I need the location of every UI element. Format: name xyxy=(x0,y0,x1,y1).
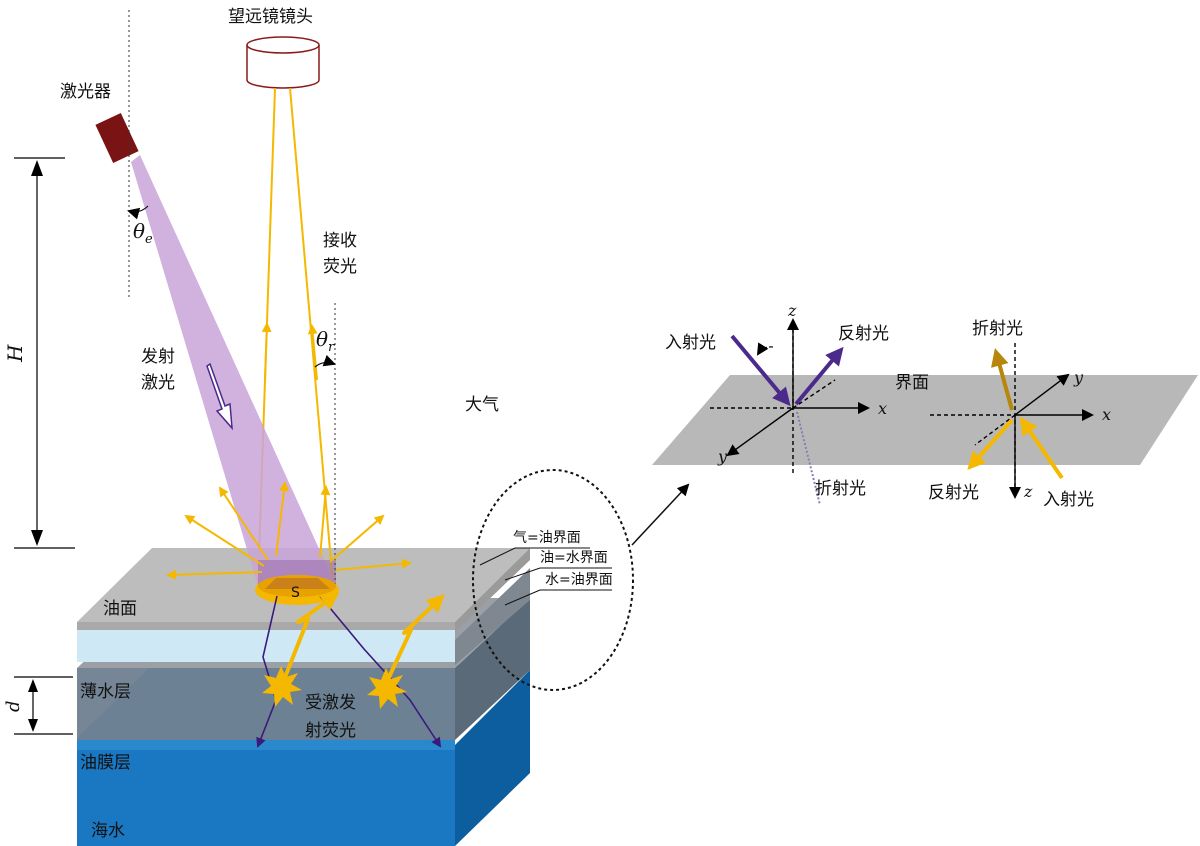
emit-label-1: 发射 xyxy=(141,347,175,367)
telescope-label: 望远镜镜头 xyxy=(228,7,313,27)
zoom-arrow xyxy=(631,483,690,546)
receive-label-1: 接收 xyxy=(323,231,357,251)
right-refracted-ray xyxy=(991,348,1014,411)
laser-device xyxy=(95,113,139,163)
left-incident-label: 入射光 xyxy=(665,333,716,353)
right-axis-y: y xyxy=(1073,368,1084,387)
thin-water-label: 薄水层 xyxy=(80,682,131,702)
height-symbol: H xyxy=(3,344,27,363)
excited-label-2: 射荧光 xyxy=(305,721,356,741)
seawater-side xyxy=(455,670,530,846)
depth-dimension xyxy=(14,676,73,735)
inset-interface-label: 界面 xyxy=(895,373,929,393)
receive-label-2: 荧光 xyxy=(323,257,357,277)
right-refracted-label: 折射光 xyxy=(972,319,1023,339)
atmosphere-label: 大气 xyxy=(465,395,499,415)
water-oil-interface: 水=油界面 xyxy=(545,572,613,588)
zoom-leader-lines xyxy=(479,547,612,606)
oil-surface-label: 油面 xyxy=(103,599,137,619)
excited-label-1: 受激发 xyxy=(305,693,356,713)
left-incident-ray xyxy=(730,334,791,407)
seawater-front xyxy=(77,745,455,846)
right-reflected-label: 反射光 xyxy=(928,483,979,503)
zoom-circle xyxy=(472,469,634,691)
right-incident-ray xyxy=(1019,416,1064,480)
right-reflected-ray xyxy=(967,418,1014,470)
telescope xyxy=(246,36,320,89)
height-dimension xyxy=(14,157,75,549)
oil-water-interface: 油=水界面 xyxy=(540,550,608,566)
depth-symbol: d xyxy=(3,700,24,712)
right-axis-z: z xyxy=(1023,482,1033,501)
spot-label: S xyxy=(291,585,300,601)
left-axis-y: y xyxy=(717,447,728,466)
thin-water-side xyxy=(455,598,530,740)
layer-block xyxy=(77,548,530,846)
oil-film-front xyxy=(77,738,455,750)
left-axis-x: x xyxy=(878,399,887,418)
left-reflected-label: 反射光 xyxy=(838,324,889,344)
oil-surface-edge xyxy=(455,548,530,632)
right-axis-x: x xyxy=(1102,405,1111,424)
theta-e: θe xyxy=(133,219,153,247)
air-oil-interface: 气=油界面 xyxy=(513,530,581,546)
oil-film-label: 油膜层 xyxy=(80,753,131,773)
fluorescence-zigzag xyxy=(278,592,445,691)
left-axis-z: z xyxy=(787,301,797,320)
left-axes xyxy=(710,318,870,473)
oil-layer-side xyxy=(455,568,530,665)
left-reflected-ray xyxy=(794,346,844,406)
emit-direction-arrow xyxy=(206,362,233,431)
theta-r: θr xyxy=(316,327,335,355)
fluorescence-spray xyxy=(166,481,412,580)
fluorescence-star-2 xyxy=(367,668,407,709)
right-axes xyxy=(930,343,1094,499)
laser-beam xyxy=(131,155,336,586)
laser-label: 激光器 xyxy=(60,82,111,102)
seawater-label: 海水 xyxy=(91,821,125,841)
fluorescence-star-1 xyxy=(262,666,302,707)
emit-label-2: 激光 xyxy=(141,373,175,393)
right-incident-label: 入射光 xyxy=(1043,490,1094,510)
left-refracted-label: 折射光 xyxy=(815,479,866,499)
